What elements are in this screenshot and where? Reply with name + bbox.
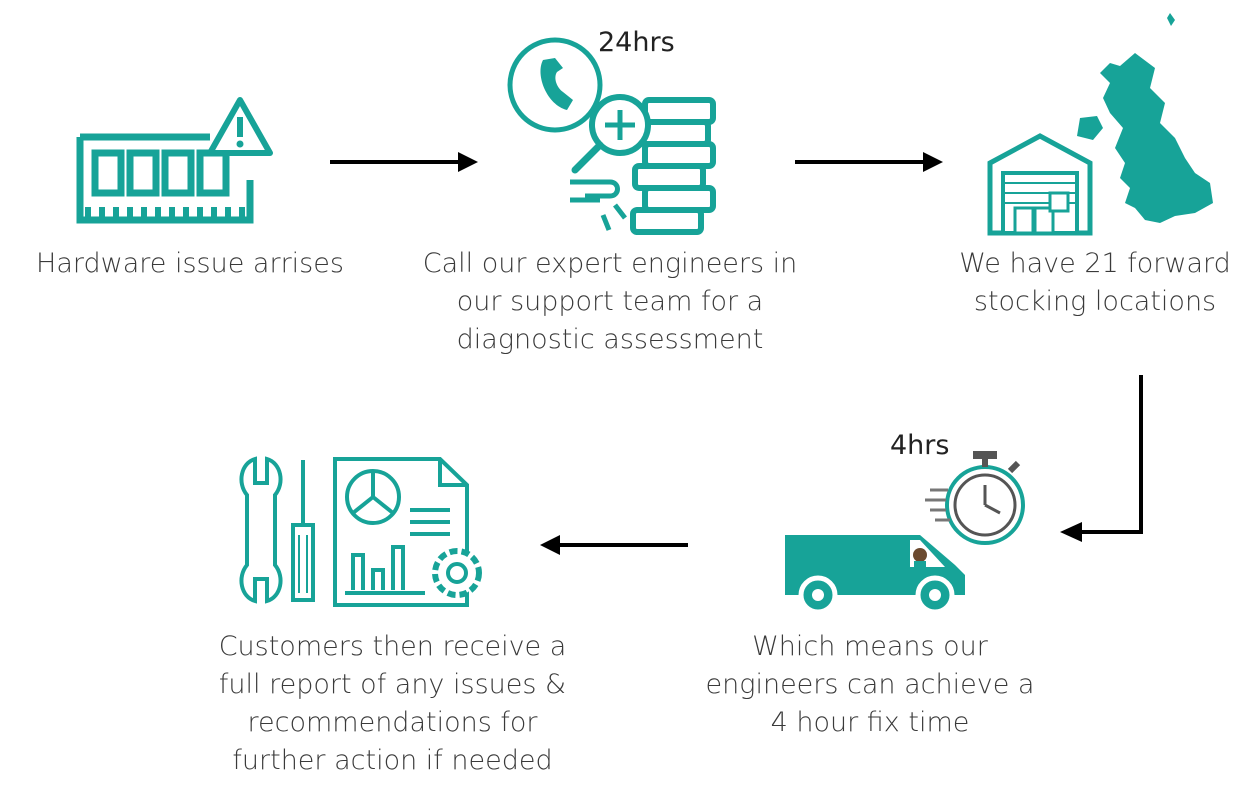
caption-fix-time: Which means our engineers can achieve a … (705, 631, 1035, 738)
support-call-icon (507, 37, 716, 235)
caption-support-call: Call our expert engineers in our support… (422, 248, 798, 355)
tag-24hrs: 24hrs (598, 27, 675, 58)
arrow-right-1 (330, 152, 478, 172)
van-stopwatch-icon (785, 451, 1025, 615)
caption-hardware-issue: Hardware issue arrises (36, 248, 344, 279)
caption-full-report: Customers then receive a full report of … (218, 631, 567, 776)
report-tools-icon (239, 456, 482, 607)
warehouse-uk-map-icon (987, 13, 1213, 236)
arrow-elbow-down-left (1060, 375, 1143, 542)
ram-warning-icon (76, 97, 273, 224)
arrow-right-2 (795, 152, 943, 172)
arrow-left (540, 535, 688, 555)
caption-stocking-locations: We have 21 forward stocking locations (959, 248, 1231, 317)
tag-4hrs: 4hrs (890, 430, 950, 461)
